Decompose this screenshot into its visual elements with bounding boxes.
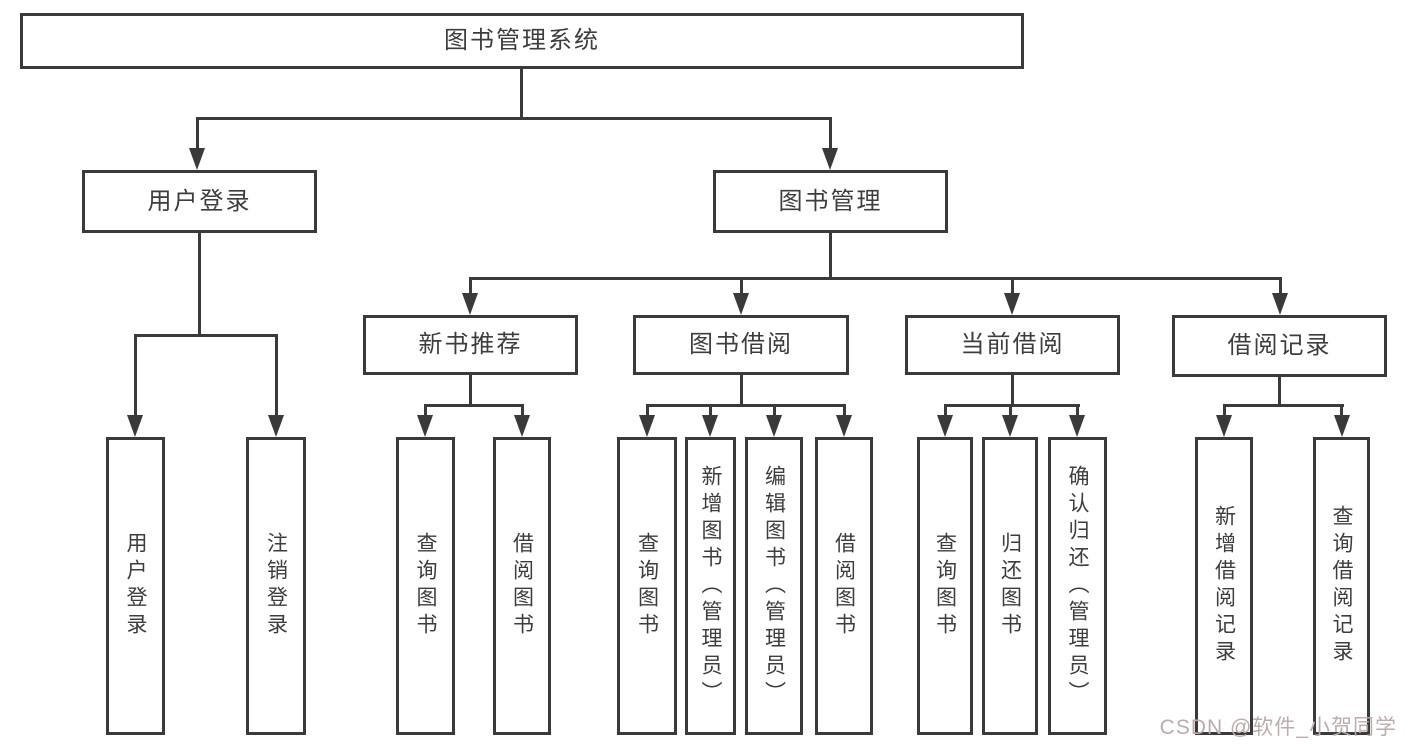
arrow-down-icon — [1002, 415, 1018, 437]
arrow-down-icon — [702, 415, 718, 437]
arrow-down-icon — [127, 415, 143, 437]
connector-line — [1009, 404, 1012, 417]
connector-line — [1011, 277, 1014, 295]
leaf-label: 确认归还（管理员） — [1066, 464, 1089, 708]
node-label: 新书推荐 — [418, 331, 523, 358]
leaf-query-borrow-record: 查询借阅记录 — [1313, 437, 1370, 735]
arrow-down-icon — [1004, 293, 1020, 315]
connector-line — [1076, 404, 1079, 417]
connector-line — [134, 334, 137, 416]
connector-line — [469, 277, 1282, 280]
arrow-down-icon — [514, 415, 530, 437]
node-book-management: 图书管理 — [713, 170, 948, 233]
node-label: 当前借阅 — [960, 331, 1065, 358]
leaf-label: 查询图书 — [414, 532, 437, 640]
connector-line — [740, 277, 743, 295]
node-library-system: 图书管理系统 — [20, 13, 1024, 69]
node-current-borrowing: 当前借阅 — [905, 315, 1120, 375]
connector-line — [1223, 404, 1344, 407]
arrow-down-icon — [1334, 415, 1350, 437]
connector-line — [646, 404, 846, 407]
connector-line — [843, 404, 846, 417]
connector-line — [196, 117, 832, 120]
connector-line — [198, 233, 201, 336]
connector-line — [740, 375, 743, 406]
leaf-label: 查询图书 — [635, 532, 659, 640]
leaf-logout: 注销登录 — [246, 437, 306, 735]
leaf-label: 查询图书 — [933, 532, 957, 640]
node-new-book-recommend: 新书推荐 — [363, 315, 578, 375]
node-book-borrowing: 图书借阅 — [633, 315, 849, 375]
connector-line — [1340, 404, 1343, 417]
connector-line — [520, 69, 523, 118]
leaf-add-books-admin: 新增图书（管理员） — [685, 437, 736, 735]
connector-line — [134, 334, 278, 337]
leaf-label: 借阅图书 — [832, 532, 856, 640]
node-label: 图书借阅 — [689, 331, 793, 358]
arrow-down-icon — [1272, 293, 1288, 315]
connector-line — [521, 404, 524, 417]
connector-line — [646, 404, 649, 417]
connector-line — [1223, 404, 1226, 417]
leaf-borrow-books: 借阅图书 — [815, 437, 873, 735]
node-label: 借阅记录 — [1227, 332, 1332, 359]
arrow-down-icon — [733, 293, 749, 315]
leaf-add-borrow-record: 新增借阅记录 — [1195, 437, 1253, 735]
leaf-label: 用户登录 — [124, 532, 147, 640]
connector-line — [1011, 375, 1014, 406]
arrow-down-icon — [417, 415, 433, 437]
leaf-label: 注销登录 — [264, 532, 288, 640]
arrow-down-icon — [1216, 415, 1232, 437]
arrow-down-icon — [1069, 415, 1085, 437]
connector-line — [944, 404, 1080, 407]
arrow-down-icon — [937, 415, 953, 437]
connector-line — [275, 334, 278, 416]
connector-line — [424, 404, 427, 417]
leaf-label: 新增借阅记录 — [1212, 505, 1236, 667]
leaf-confirm-return-admin: 确认归还（管理员） — [1048, 437, 1107, 735]
connector-line — [1279, 277, 1282, 295]
arrow-down-icon — [268, 415, 284, 437]
leaf-borrow-books-recommend: 借阅图书 — [493, 437, 551, 735]
connector-line — [469, 375, 472, 406]
node-user-login: 用户登录 — [82, 170, 317, 233]
csdn-watermark: CSDN @软件_小贺同学 — [1159, 716, 1397, 739]
arrow-down-icon — [822, 148, 838, 170]
arrow-down-icon — [462, 293, 478, 315]
leaf-query-books-borrowing: 查询图书 — [617, 437, 677, 735]
leaf-edit-books-admin: 编辑图书（管理员） — [745, 437, 803, 735]
connector-line — [196, 117, 199, 149]
node-label: 图书管理 — [778, 187, 883, 215]
connector-line — [829, 117, 832, 149]
connector-line — [469, 277, 472, 295]
leaf-label: 归还图书 — [998, 532, 1022, 640]
connector-line — [424, 404, 524, 407]
connector-line — [829, 233, 832, 279]
node-borrowing-records: 借阅记录 — [1172, 315, 1387, 377]
leaf-label: 编辑图书（管理员） — [762, 464, 786, 708]
node-label: 图书管理系统 — [444, 27, 600, 54]
arrow-down-icon — [766, 415, 782, 437]
leaf-query-books-recommend: 查询图书 — [396, 437, 455, 735]
arrow-down-icon — [189, 148, 205, 170]
leaf-label: 查询借阅记录 — [1330, 505, 1353, 667]
arrow-down-icon — [836, 415, 852, 437]
connector-line — [709, 404, 712, 417]
arrow-down-icon — [639, 415, 655, 437]
connector-line — [773, 404, 776, 417]
leaf-query-books-current: 查询图书 — [917, 437, 973, 735]
leaf-user-login: 用户登录 — [106, 437, 165, 735]
node-label: 用户登录 — [147, 187, 252, 215]
leaf-return-books: 归还图书 — [982, 437, 1038, 735]
leaf-label: 借阅图书 — [510, 532, 534, 640]
connector-line — [944, 404, 947, 417]
leaf-label: 新增图书（管理员） — [699, 464, 722, 708]
connector-line — [1278, 377, 1281, 406]
